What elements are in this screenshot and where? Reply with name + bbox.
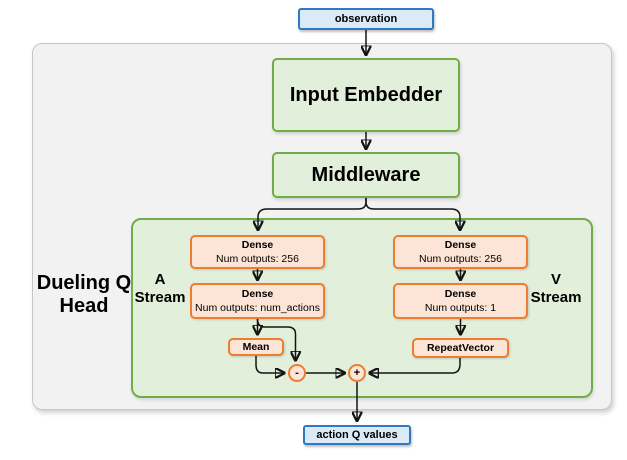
dueling-q-head-label: Dueling Q Head bbox=[28, 272, 140, 318]
v-stream-dense2-node: Dense Num outputs: 1 bbox=[393, 283, 528, 319]
a-stream-dense2-subtitle: Num outputs: num_actions bbox=[195, 302, 320, 314]
plus-operator-node: + bbox=[348, 364, 366, 382]
action-q-values-node: action Q values bbox=[303, 425, 411, 445]
mean-node: Mean bbox=[228, 338, 284, 356]
v-stream-dense1-node: Dense Num outputs: 256 bbox=[393, 235, 528, 269]
middleware-node: Middleware bbox=[272, 152, 460, 198]
v-stream-label-line1: V bbox=[550, 271, 561, 288]
a-stream-dense2-title: Dense bbox=[241, 288, 274, 300]
v-stream-label-line2: Stream bbox=[530, 289, 582, 306]
a-stream-dense2-node: Dense Num outputs: num_actions bbox=[190, 283, 325, 319]
a-stream-dense1-node: Dense Num outputs: 256 bbox=[190, 235, 325, 269]
dueling-q-head-label-line2: Head bbox=[59, 295, 109, 317]
v-stream-dense2-title: Dense bbox=[444, 288, 477, 300]
a-stream-dense1-subtitle: Num outputs: 256 bbox=[216, 253, 299, 265]
a-stream-label-line1: A bbox=[154, 271, 166, 288]
input-embedder-node: Input Embedder bbox=[272, 58, 460, 132]
a-stream-label-line2: Stream bbox=[134, 289, 186, 306]
v-stream-dense1-title: Dense bbox=[444, 239, 477, 251]
a-stream-dense1-title: Dense bbox=[241, 239, 274, 251]
minus-operator-node: - bbox=[288, 364, 306, 382]
v-stream-label: V Stream bbox=[526, 271, 586, 307]
v-stream-dense1-subtitle: Num outputs: 256 bbox=[419, 253, 502, 265]
repeat-vector-node: RepeatVector bbox=[412, 338, 509, 358]
v-stream-dense2-subtitle: Num outputs: 1 bbox=[424, 302, 497, 314]
a-stream-label: A Stream bbox=[130, 271, 190, 307]
observation-node: observation bbox=[298, 8, 434, 30]
dueling-q-head-label-line1: Dueling Q bbox=[36, 272, 132, 294]
